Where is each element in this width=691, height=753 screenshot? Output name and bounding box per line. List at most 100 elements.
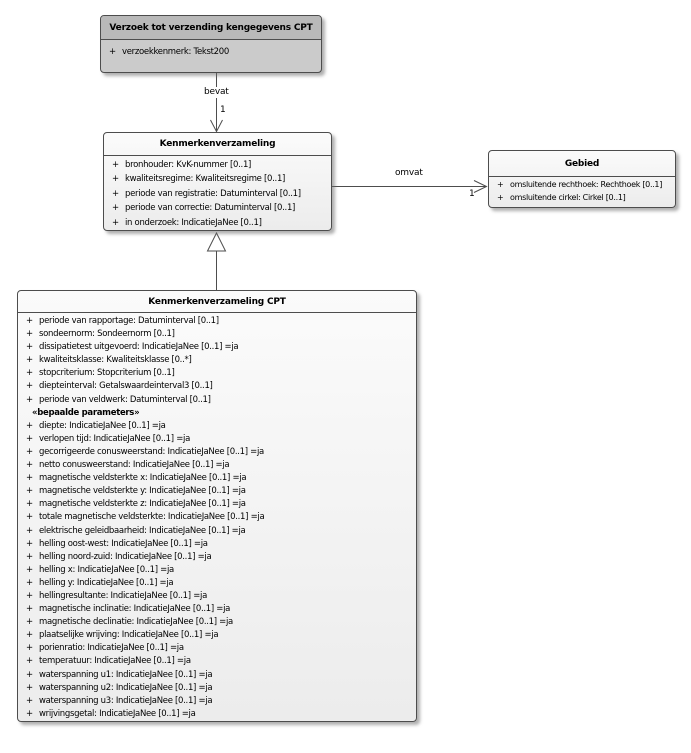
attribute-text: porienratio: IndicatieJaNee [0..1] =ja [39,643,184,654]
attribute-text: totale magnetische veldsterkte: Indicati… [39,512,265,523]
visibility-symbol: + [26,355,33,366]
attribute-row: + kwaliteitsregime: Kwaliteitsregime [0.… [104,172,331,186]
visibility-symbol: + [26,446,33,457]
attribute-text: plaatselijke wrijving: IndicatieJaNee [0… [39,630,219,641]
attribute-text: stopcriterium: Stopcriterium [0..1] [39,368,175,379]
class-kenmerkenverzameling: Kenmerkenverzameling + bronhouder: KvK-n… [103,132,332,231]
attribute-text: waterspanning u1: IndicatieJaNee [0..1] … [39,669,213,680]
attribute-row: + diepte: IndicatieJaNee [0..1] =ja [18,420,416,433]
attribute-text: periode van rapportage: Datuminterval [0… [39,316,219,326]
visibility-symbol: + [112,174,119,185]
attribute-row: + plaatselijke wrijving: IndicatieJaNee … [18,629,416,642]
stereotype-label: «bepaalde parameters» [32,407,140,418]
attribute-row: + temperatuur: IndicatieJaNee [0..1] =ja [18,655,416,668]
attribute-row: + magnetische veldsterkte x: IndicatieJa… [18,472,416,485]
visibility-symbol: + [26,329,33,340]
visibility-symbol: + [26,512,33,523]
class-title: Kenmerkenverzameling [104,133,331,156]
visibility-symbol: + [26,433,33,444]
attribute-text: netto conusweerstand: IndicatieJaNee [0.… [39,460,230,471]
attribute-row: + diepteinterval: Getalswaardeinterval3 … [18,380,416,393]
visibility-symbol: + [497,180,504,189]
attribute-row: + hellingresultante: IndicatieJaNee [0..… [18,590,416,603]
attribute-row: + magnetische veldsterkte y: IndicatieJa… [18,485,416,498]
attribute-text: hellingresultante: IndicatieJaNee [0..1]… [39,590,207,601]
attribute-row: + waterspanning u3: IndicatieJaNee [0..1… [18,695,416,708]
attribute-text: diepte: IndicatieJaNee [0..1] =ja [39,420,166,431]
visibility-symbol: + [26,630,33,641]
visibility-symbol: + [26,708,33,719]
visibility-symbol: + [26,381,33,392]
visibility-symbol: + [26,643,33,654]
attribute-text: magnetische inclinatie: IndicatieJaNee [… [39,604,231,615]
attribute-row: + waterspanning u1: IndicatieJaNee [0..1… [18,669,416,682]
visibility-symbol: + [26,617,33,628]
omvat-edge-label: omvat [393,168,425,179]
attribute-text: temperatuur: IndicatieJaNee [0..1] =ja [39,656,191,667]
visibility-symbol: + [26,473,33,484]
visibility-symbol: + [26,316,33,326]
attribute-text: periode van registratie: Datuminterval [… [125,188,301,199]
visibility-symbol: + [26,590,33,601]
attribute-text: waterspanning u2: IndicatieJaNee [0..1] … [39,682,213,693]
visibility-symbol: + [26,682,33,693]
visibility-symbol: + [26,669,33,680]
attribute-text: dissipatietest uitgevoerd: IndicatieJaNe… [39,342,239,353]
visibility-symbol: + [109,47,116,57]
attribute-text: elektrische geleidbaarheid: IndicatieJaN… [39,525,246,536]
visibility-symbol: + [26,695,33,706]
attribute-row: + netto conusweerstand: IndicatieJaNee [… [18,459,416,472]
attribute-row: + helling y: IndicatieJaNee [0..1] =ja [18,577,416,590]
attribute-row: + sondeernorm: Sondeernorm [0..1] [18,328,416,341]
attribute-text: omsluitende cirkel: Cirkel [0..1] [510,192,626,202]
attribute-row: + kwaliteitsklasse: Kwaliteitsklasse [0.… [18,354,416,367]
attribute-text: helling noord-zuid: IndicatieJaNee [0..1… [39,551,212,562]
attribute-text: gecorrigeerde conusweerstand: IndicatieJ… [39,446,264,457]
visibility-symbol: + [26,538,33,549]
attribute-row: + magnetische veldsterkte z: IndicatieJa… [18,498,416,511]
visibility-symbol: + [26,564,33,575]
attribute-text: magnetische veldsterkte y: IndicatieJaNe… [39,486,246,497]
attribute-text: omsluitende rechthoek: Rechthoek [0..1] [510,180,663,189]
visibility-symbol: + [112,217,119,228]
attribute-row: + stopcriterium: Stopcriterium [0..1] [18,367,416,380]
visibility-symbol: + [112,203,119,214]
attribute-text: verzoekkenmerk: Tekst200 [122,47,229,57]
visibility-symbol: + [112,160,119,170]
attribute-row: + periode van correctie: Datuminterval [… [104,201,331,215]
attribute-row: + periode van veldwerk: Datuminterval [0… [18,394,416,407]
visibility-symbol: + [26,577,33,588]
attribute-text: kwaliteitsregime: Kwaliteitsregime [0..1… [125,174,286,185]
attribute-text: periode van correctie: Datuminterval [0.… [125,203,296,214]
class-title: Gebied [489,151,675,177]
attribute-row: + magnetische inclinatie: IndicatieJaNee… [18,603,416,616]
visibility-symbol: + [26,460,33,471]
visibility-symbol: + [26,525,33,536]
attribute-text: kwaliteitsklasse: Kwaliteitsklasse [0..*… [39,355,192,366]
class-gebied: Gebied + omsluitende rechthoek: Rechthoe… [488,150,676,208]
visibility-symbol: + [26,656,33,667]
attribute-row: + magnetische declinatie: IndicatieJaNee… [18,616,416,629]
attribute-row: + verzoekkenmerk: Tekst200 [101,42,321,60]
attribute-compartment: + bronhouder: KvK-nummer [0..1] + kwalit… [104,156,331,230]
attribute-text: magnetische veldsterkte x: IndicatieJaNe… [39,473,247,484]
attribute-text: diepteinterval: Getalswaardeinterval3 [0… [39,381,213,392]
omvat-open-arrowhead-icon [473,180,488,193]
attribute-text: magnetische declinatie: IndicatieJaNee [… [39,617,233,628]
visibility-symbol: + [26,394,33,405]
bevat-edge-label: bevat [202,87,231,98]
visibility-symbol: + [26,342,33,353]
attribute-row: + in onderzoek: IndicatieJaNee [0..1] [104,216,331,230]
visibility-symbol: + [26,551,33,562]
attribute-row: + helling oost-west: IndicatieJaNee [0..… [18,538,416,551]
class-title: Kenmerkenverzameling CPT [18,291,416,313]
visibility-symbol: + [112,188,119,199]
attribute-row: + waterspanning u2: IndicatieJaNee [0..1… [18,682,416,695]
attribute-row: + periode van registratie: Datuminterval… [104,187,331,201]
attribute-text: helling y: IndicatieJaNee [0..1] =ja [39,577,174,588]
attribute-text: helling oost-west: IndicatieJaNee [0..1]… [39,538,208,549]
attribute-row: + totale magnetische veldsterkte: Indica… [18,511,416,524]
attribute-row: + omsluitende cirkel: Cirkel [0..1] [489,192,675,205]
bevat-open-arrowhead-icon [210,119,223,133]
omvat-target-multiplicity: 1 [469,189,475,199]
